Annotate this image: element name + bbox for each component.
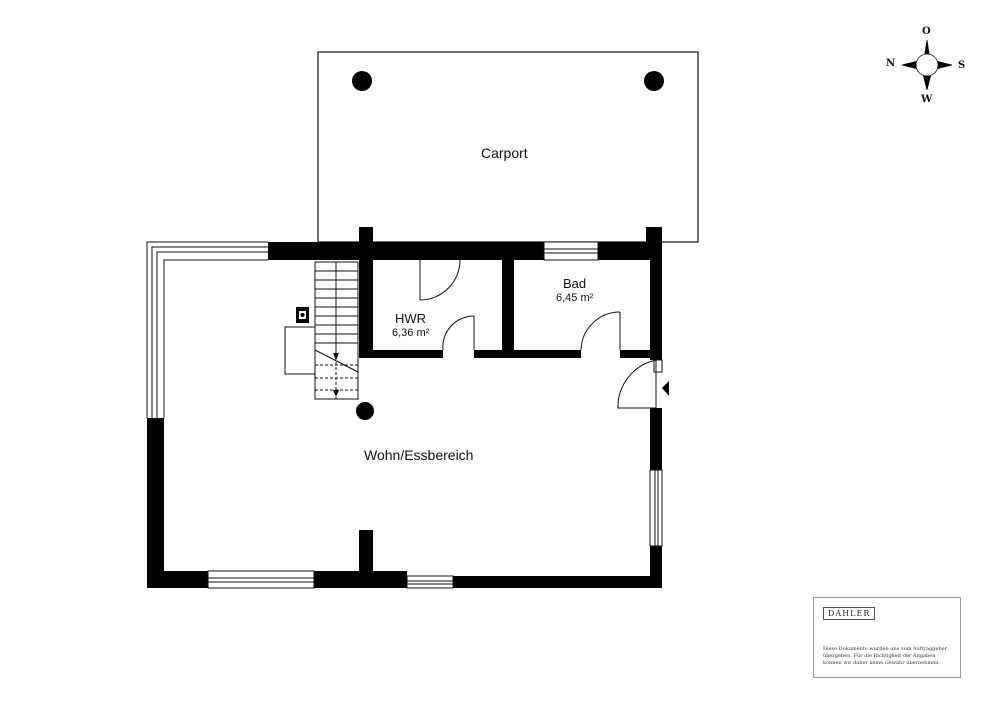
- stove: [284, 307, 316, 375]
- hwr-label: HWR: [395, 311, 427, 326]
- company-logo: DAHLER: [823, 607, 876, 620]
- doors: [419, 259, 657, 409]
- carport-post: [644, 71, 664, 91]
- compass-rose-icon: [901, 39, 953, 91]
- compass-north-label: N: [886, 58, 896, 69]
- compass-east-label: O: [922, 26, 931, 37]
- compass-south-label: S: [958, 60, 966, 71]
- wohn-label: Wohn/Essbereich: [364, 447, 474, 463]
- bad-label: Bad: [563, 276, 587, 291]
- walls: [147, 227, 662, 588]
- stair-arrow: [333, 390, 339, 397]
- carport-post: [352, 71, 372, 91]
- windows: [207, 241, 663, 589]
- bad-area: 6,45 m²: [556, 292, 594, 304]
- left-window-wall: [146, 241, 268, 418]
- entrance-marker: [662, 381, 669, 396]
- disclaimer-text: Diese Dokumente wurden uns vom Auftragge…: [823, 646, 948, 666]
- staircase: [314, 261, 359, 400]
- compass-west-label: W: [921, 94, 933, 105]
- hwr-area: 6,36 m²: [392, 327, 430, 339]
- stair-arrow: [333, 353, 339, 360]
- carport-label: Carport: [481, 145, 528, 161]
- disclaimer-box: DAHLER Diese Dokumente wurden uns vom Au…: [813, 597, 961, 678]
- support-column: [356, 402, 374, 420]
